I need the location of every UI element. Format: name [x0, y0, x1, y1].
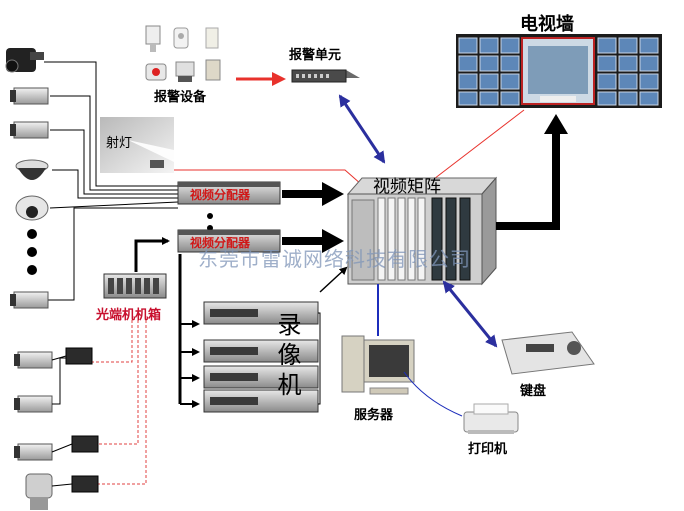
alarm-devices-group: [145, 25, 221, 82]
recorder-device: [203, 339, 319, 363]
alarm-unit-label: 报警单元: [289, 48, 342, 63]
alarm-matrix-link: [338, 94, 386, 164]
bullet-camera-icon: [5, 48, 44, 73]
server-computer: [341, 335, 415, 395]
video-splitter-2: [177, 229, 281, 253]
recorder-device: [203, 389, 319, 413]
more-cameras-dots: [27, 229, 37, 275]
tv-wall-red-line: [429, 109, 525, 183]
splitter-to-matrix-arrows: [282, 182, 344, 253]
pir-sensor-icon: [205, 27, 219, 49]
video-matrix-device: [346, 176, 498, 286]
fiber-dashed-lines: [92, 320, 147, 485]
recorder-device: [203, 365, 319, 389]
splitter-2-label: 视频分配器: [190, 236, 251, 250]
pir-sensor-icon: [173, 27, 189, 49]
pir-sensor-icon: [175, 61, 195, 82]
dome-camera-icon: [15, 195, 49, 221]
matrix-to-tvwall-arrow: [496, 114, 568, 230]
alarm-unit-device: [291, 69, 360, 83]
siren-icon: [145, 63, 167, 81]
camera-cables: [44, 61, 179, 301]
recorder-matrix-link: [318, 266, 348, 405]
optical-transceiver-icon: [71, 475, 99, 493]
server-printer-link: [403, 371, 463, 417]
keyboard-matrix-link: [442, 280, 498, 348]
box-camera-icon: [10, 291, 49, 309]
splitter-1-label: 视频分配器: [190, 188, 251, 202]
pir-sensor-icon: [145, 25, 161, 52]
keyboard-label: 键盘: [520, 384, 547, 399]
video-matrix-label: 视频矩阵: [373, 177, 441, 197]
pir-sensor-icon: [205, 59, 221, 81]
keyboard-icon: [501, 331, 595, 375]
video-splitter-1: [177, 181, 281, 205]
ptz-camera-icon: [25, 473, 53, 510]
alarm-devices-label: 报警设备: [154, 90, 207, 105]
box-camera-icon: [14, 443, 53, 461]
server-label: 服务器: [354, 408, 394, 423]
tv-wall-label: 电视墙: [520, 14, 574, 35]
recorder-label: 录像机: [273, 312, 301, 402]
optical-transceiver-icon: [71, 435, 99, 453]
optical-transceiver-icon: [65, 347, 93, 365]
optical-box-label: 光端机机箱: [96, 308, 162, 323]
optical-box-device: [103, 273, 167, 299]
box-camera-icon: [14, 351, 53, 369]
recorder-device: [203, 301, 319, 325]
dome-camera-icon: [15, 159, 49, 180]
spotlight-label: 射灯: [106, 136, 133, 151]
splitter-dots: [207, 213, 213, 231]
box-camera-icon: [10, 87, 49, 105]
recorder-arrows: [180, 320, 200, 408]
alarm-arrow: [236, 72, 286, 86]
spotlight-image: [100, 117, 174, 173]
camera-to-transceiver-lines: [51, 355, 73, 487]
watermark-text: 东莞市雷诚网络科技有限公司: [198, 247, 471, 271]
printer-icon: [463, 403, 519, 434]
optical-to-splitter-arrow: [134, 237, 170, 272]
tv-wall: [456, 34, 662, 108]
box-camera-icon: [10, 121, 49, 139]
printer-label: 打印机: [468, 442, 508, 457]
box-camera-icon: [14, 395, 53, 413]
